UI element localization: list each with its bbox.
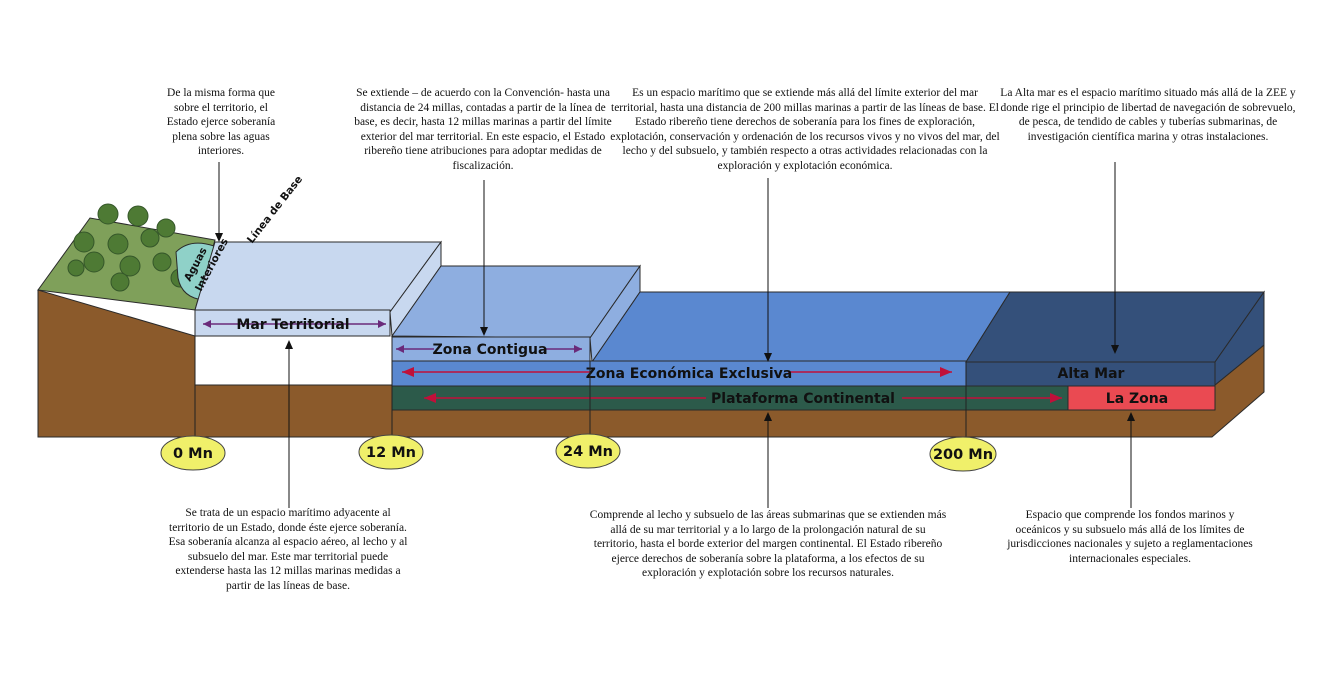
alta-mar-label: Alta Mar (1058, 366, 1125, 382)
zee-label: Zona Económica Exclusiva (586, 366, 793, 382)
note-mar-territorial: Se trata de un espacio marítimo adyacent… (168, 507, 408, 592)
trees (67, 203, 190, 292)
note-alta-mar: La Alta mar es el espacio marítimo situa… (1000, 87, 1296, 143)
marker-200-mn (929, 436, 997, 472)
note-zona-contigua: Se extiende – de acuerdo con la Convenci… (354, 87, 612, 172)
marker-24-mn-label: 24 Mn (563, 444, 613, 460)
note-la-zona: Espacio que comprende los fondos marinos… (1007, 509, 1253, 565)
marker-24-mn (555, 433, 621, 469)
mar-territorial-front (194, 309, 391, 337)
pointer-arrows (215, 162, 1135, 508)
note-zee: Es un espacio marítimo que se extiende m… (610, 87, 1000, 172)
mile-boundary-lines (194, 336, 967, 440)
mar-territorial-label: Mar Territorial (236, 317, 349, 333)
marker-12-mn (358, 434, 424, 470)
marker-0-mn-label: 0 Mn (173, 446, 213, 462)
la-zona-band (1067, 385, 1216, 411)
note-aguas-interiores: De la misma forma que sobre el territori… (166, 87, 276, 158)
marker-200-mn-label: 200 Mn (933, 447, 993, 463)
marker-12-mn-label: 12 Mn (366, 445, 416, 461)
plataforma-label: Plataforma Continental (711, 391, 895, 407)
la-zona-label: La Zona (1106, 391, 1168, 407)
note-plataforma: Comprende al lecho y subsuelo de las áre… (589, 509, 947, 580)
marker-0-mn (160, 435, 226, 471)
linea-base-label: Línea de Base (245, 174, 305, 246)
zona-contigua-label-overlay: Zona Contigua (433, 342, 548, 358)
zee-top (591, 291, 1011, 363)
alta-mar-front (965, 361, 1216, 387)
alta-mar-side (1214, 290, 1265, 387)
